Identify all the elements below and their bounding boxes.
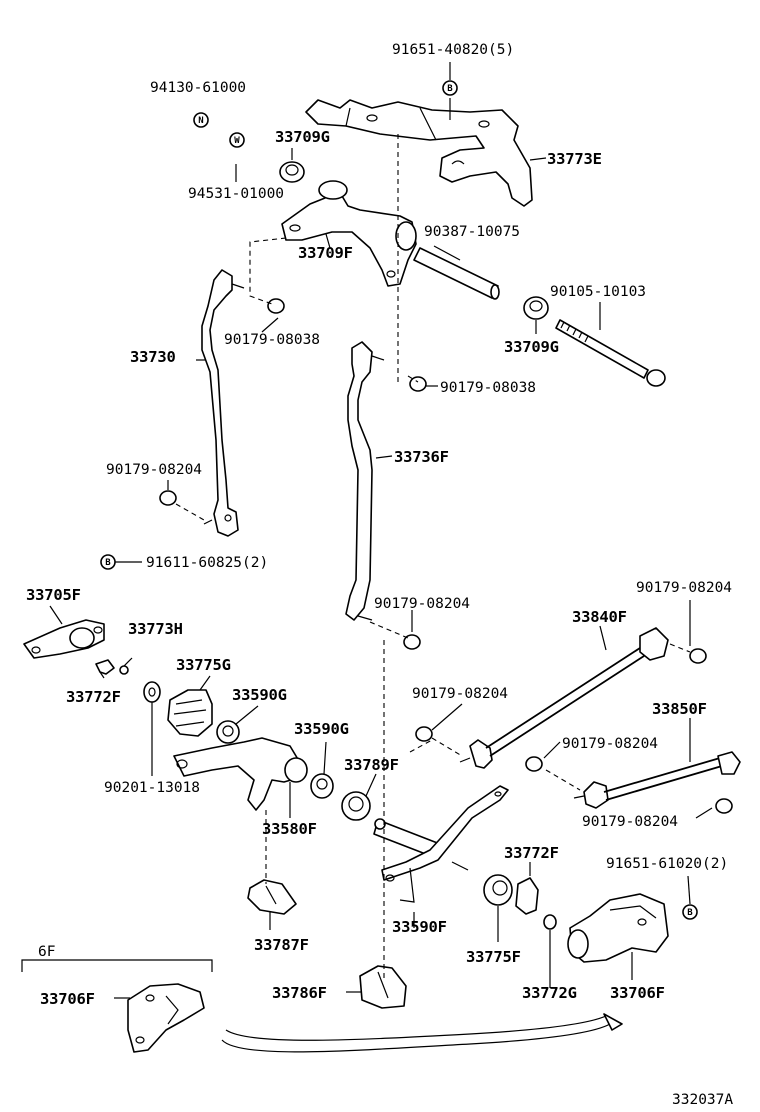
nut-90179-08204-a [159,490,177,506]
svg-text:B: B [447,84,453,94]
bushing-33709g-right [523,296,549,320]
cover-33786f [359,965,407,1009]
label-33706f-left: 33706F [40,990,95,1008]
label-33590f: 33590F [392,918,447,936]
bushing-33789f [341,791,371,821]
label-33789f: 33789F [344,756,399,774]
marker-n: N [193,112,209,128]
label-6f: 6F [38,944,55,960]
label-33840f: 33840F [572,608,627,626]
bolt-90105-10103 [555,319,666,387]
label-33786f: 33786F [272,984,327,1002]
marker-w: W [229,132,245,148]
label-33787f: 33787F [254,936,309,954]
svg-text:B: B [105,558,111,568]
label-33772f-right: 33772F [504,844,559,862]
cover-33787f [247,879,297,915]
bushing-33590g-left [216,720,240,744]
label-90201-13018: 90201-13018 [104,780,200,796]
dashed-guides [175,134,691,978]
nut-90179-08204-c [689,648,707,664]
lever-33580f [173,737,308,811]
label-94130-61000: 94130-61000 [150,80,246,96]
marker-b-right: B [682,904,698,920]
lever-33590f [373,785,509,903]
clip-33772f-right [515,877,539,915]
clip-33772f-left [95,659,129,675]
boot-33775g [167,689,213,737]
label-90105-10103: 90105-10103 [550,284,646,300]
label-90179-08204-e: 90179-08204 [562,736,658,752]
nut-90179-08204-d [415,726,433,742]
label-33736f: 33736F [394,448,449,466]
figure-code: 332037A [672,1092,733,1108]
nut-90179-08204-f [715,798,733,814]
label-33709g-top: 33709G [275,128,330,146]
rod-33736f [345,341,385,621]
shaft-33709f [281,180,417,287]
label-33590g-right: 33590G [294,720,349,738]
label-90179-08038-b: 90179-08038 [440,380,536,396]
label-33706f-right: 33706F [610,984,665,1002]
label-33773e: 33773E [547,150,602,168]
label-33709g-right: 33709G [504,338,559,356]
svg-text:W: W [234,136,240,146]
bushing-33590g-right [310,773,334,799]
label-33590g-left: 33590G [232,686,287,704]
label-33730: 33730 [130,348,176,366]
rod-33730 [201,269,245,537]
label-33772f-left: 33772F [66,688,121,706]
svg-text:B: B [687,908,693,918]
label-33772g: 33772G [522,984,577,1002]
label-90179-08204-f: 90179-08204 [582,814,678,830]
marker-b-top: B [442,80,458,96]
svg-text:N: N [198,116,203,126]
rod-33850f [573,751,741,809]
nut-90179-08038-b [409,376,427,392]
leader-lines [49,62,713,999]
bushing-33775f [483,874,513,906]
label-33709f: 33709F [298,244,353,262]
label-33775f: 33775F [466,948,521,966]
bracket-33706f-right [567,893,669,963]
label-33773h: 33773H [128,620,183,638]
bracket-33773e [305,99,533,207]
label-33850f: 33850F [652,700,707,718]
label-90179-08038-a: 90179-08038 [224,332,320,348]
label-91611-60825: 91611-60825(2) [146,555,268,571]
washer-90201-13018 [143,681,161,703]
label-91651-40820: 91651-40820(5) [392,42,514,58]
label-33580f: 33580F [262,820,317,838]
washer-33772g [543,914,557,930]
label-90179-08204-b: 90179-08204 [374,596,470,612]
label-90387-10075: 90387-10075 [424,224,520,240]
transition-arrow [221,1013,623,1053]
nut-90179-08204-b [403,634,421,650]
label-33775g: 33775G [176,656,231,674]
bracket-33705f [23,619,105,659]
pin-90387-10075 [413,247,500,300]
nut-90179-08204-e [525,756,543,772]
label-94531-01000: 94531-01000 [188,186,284,202]
group-6f [21,959,213,1053]
label-90179-08204-c: 90179-08204 [636,580,732,596]
rod-33840f [459,627,669,769]
marker-b-left: B [100,554,116,570]
label-33705f: 33705F [26,586,81,604]
nut-90179-08038-a [267,298,285,314]
bushing-33709g-top [279,161,305,183]
label-90179-08204-d: 90179-08204 [412,686,508,702]
label-91651-61020: 91651-61020(2) [606,856,728,872]
label-90179-08204-a: 90179-08204 [106,462,202,478]
